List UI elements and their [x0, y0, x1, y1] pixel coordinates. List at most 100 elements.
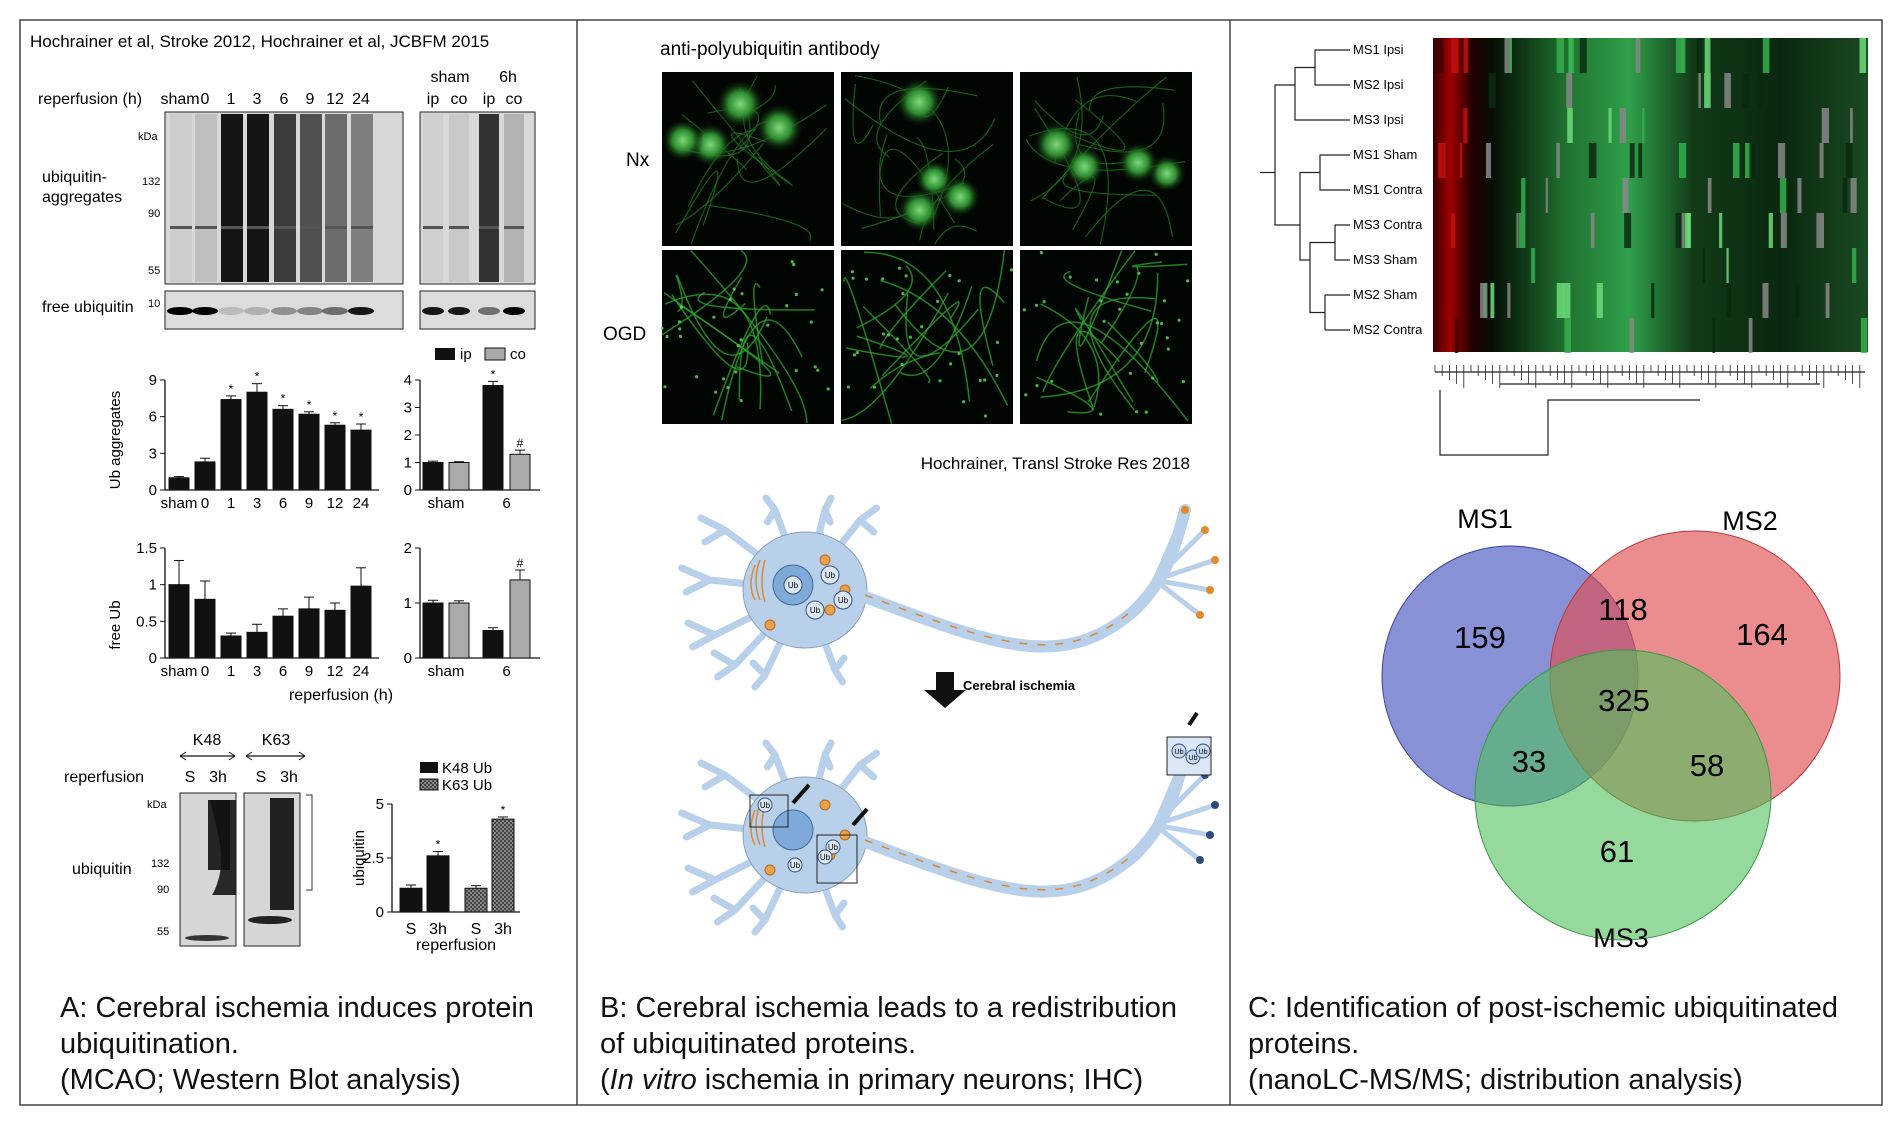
k63-arrows [245, 751, 306, 761]
dendrogram-branch [1274, 84, 1300, 226]
heatmap-row-label: MS1 Ipsi [1353, 42, 1404, 57]
synaptic-terminal [1196, 856, 1204, 864]
neurite [1078, 250, 1123, 347]
neurite [1041, 76, 1167, 200]
puncta [1094, 278, 1099, 282]
y-tick-label: 0 [404, 650, 412, 667]
bar [491, 818, 515, 913]
neurite [720, 319, 803, 421]
column-dendrogram [1434, 365, 1865, 456]
neurite [1062, 173, 1156, 196]
k-ubiquitin-label: ubiquitin [72, 861, 132, 878]
bar [220, 635, 242, 659]
neurite [841, 292, 949, 421]
puncta [790, 260, 794, 264]
dendrogram-branch [1294, 66, 1350, 121]
axon-terminal-branch [1152, 822, 1213, 838]
heatmap-cell [1516, 213, 1519, 248]
heatmap-cell [1454, 318, 1459, 353]
synaptic-terminal [1206, 831, 1214, 839]
neurite [1088, 86, 1175, 111]
k-marker-90: 90 [157, 884, 169, 896]
row-label-ogd: OGD [603, 324, 646, 345]
pointer-arrow-icon [851, 807, 869, 827]
neurite [843, 277, 893, 425]
heatmap-cell [1726, 283, 1731, 318]
dendrogram-branch [1314, 49, 1350, 86]
heatmap-cell [1860, 318, 1868, 353]
heatmap-cell [1675, 213, 1682, 248]
puncta [851, 276, 855, 280]
puncta [978, 378, 982, 383]
free-ub-band [244, 307, 270, 315]
y-tick-label: 2.5 [363, 850, 384, 867]
golgi [750, 559, 766, 603]
heatmap-cell [1579, 38, 1587, 73]
heatmap-cell [1566, 73, 1573, 108]
heatmap-cell [1758, 73, 1762, 108]
heatmap-cell [1741, 73, 1749, 108]
aggregate-band [325, 226, 347, 229]
heatmap-row-label: MS3 Contra [1353, 217, 1423, 232]
neurite [736, 128, 827, 183]
heatmap-cell [1825, 283, 1830, 318]
ub-aggregate [783, 575, 803, 595]
x-tick-label: sham [428, 663, 465, 680]
heatmap-cell [1490, 283, 1495, 318]
x-tick-label: 6 [279, 663, 287, 680]
neurite [1100, 266, 1139, 344]
neurite [1040, 273, 1159, 398]
aggregate-band [351, 226, 373, 229]
bar [350, 429, 372, 491]
heatmap-cell [1726, 248, 1729, 283]
puncta [739, 338, 743, 342]
significance-marker: # [517, 556, 524, 570]
heatmap-cell [1521, 178, 1526, 213]
blot-right-lane-label: ip [483, 91, 496, 108]
heatmap-cell [1624, 213, 1632, 248]
axon-mitochondria [864, 839, 1136, 891]
heatmap-row-label: MS2 Ipsi [1353, 77, 1404, 92]
puncta [1177, 318, 1181, 322]
mitochondrion [764, 864, 776, 876]
ub-label: Ub [825, 571, 836, 580]
puncta [995, 373, 999, 378]
heatmap-cell [1859, 38, 1867, 73]
bar [509, 579, 531, 659]
caption-c-line1: C: Identification of post-ischemic ubiqu… [1248, 992, 1838, 1024]
free-ub-bands [167, 307, 525, 315]
free-ub-ylabel: free Ub [107, 600, 124, 649]
puncta [1034, 303, 1039, 307]
caption-b-line2: of ubiquitinated proteins. [600, 1028, 916, 1060]
neurite [665, 293, 762, 410]
heatmap-cell [1451, 213, 1456, 248]
puncta [714, 390, 718, 394]
puncta [1024, 393, 1028, 397]
y-tick-label: 4 [404, 372, 412, 389]
x-tick-label: 12 [327, 663, 344, 680]
aggregate-band [479, 226, 499, 229]
ub-label: Ub [1175, 749, 1184, 756]
puncta [1039, 251, 1043, 255]
bar [272, 408, 294, 491]
puncta [1165, 336, 1169, 340]
y-tick-label: 6 [149, 409, 157, 426]
k63-header: K63 [262, 732, 291, 749]
blot-right-lane-label: co [451, 91, 468, 108]
k-chart-ylabel: ubiquitin [351, 830, 368, 886]
puncta [1186, 279, 1190, 283]
k48-arrows [179, 751, 236, 761]
heatmap-cell [1507, 283, 1511, 318]
aggregate-band [274, 226, 296, 229]
marker-132: 132 [142, 176, 160, 188]
puncta [1162, 299, 1166, 303]
aggregate-band [221, 226, 243, 229]
x-tick-label: 0 [201, 495, 209, 512]
caption-a: A: Cerebral ischemia induces protein ubi… [60, 990, 572, 1098]
heatmap-cell [1638, 143, 1643, 178]
zoom-box [749, 794, 789, 828]
puncta [785, 304, 789, 308]
aggregate-smears-right [423, 114, 524, 282]
